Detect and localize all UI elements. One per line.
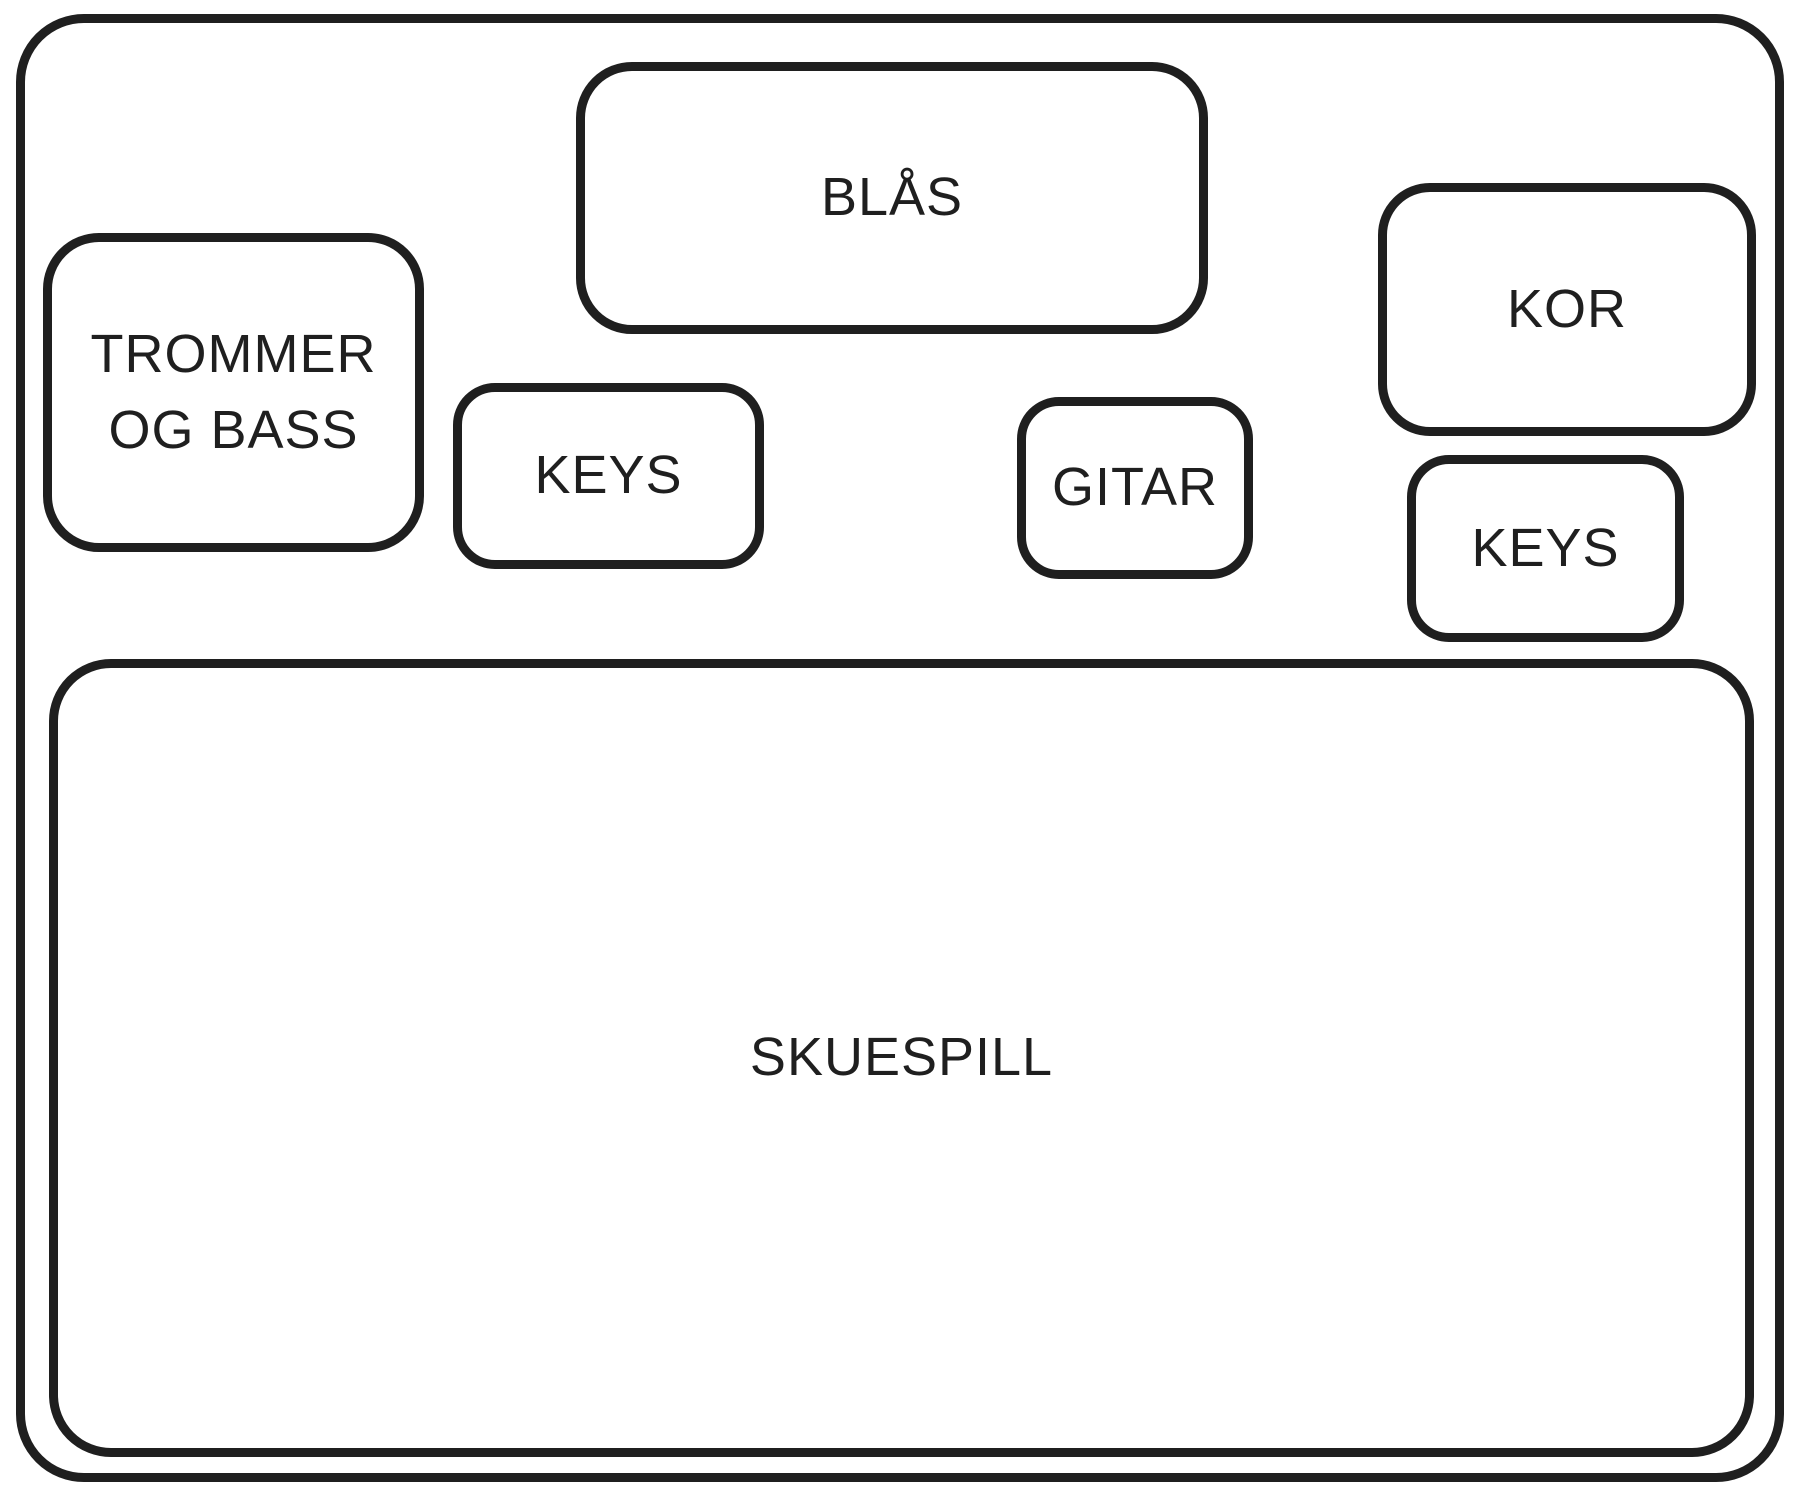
zone-skuespill-label: SKUESPILL <box>749 1027 1054 1088</box>
zone-blas-label: BLÅS <box>820 167 964 228</box>
zone-blas: BLÅS <box>576 62 1208 334</box>
zone-keys-right-label: KEYS <box>1471 517 1620 578</box>
zone-keys-left-label: KEYS <box>534 445 683 506</box>
zone-trommer-og-bass: TROMMER OG BASS <box>43 233 424 552</box>
zone-kor-label: KOR <box>1506 278 1628 339</box>
zone-gitar: GITAR <box>1017 397 1253 579</box>
zone-skuespill: SKUESPILL <box>49 659 1754 1457</box>
zone-keys-left: KEYS <box>453 383 764 569</box>
zone-keys-right: KEYS <box>1407 455 1684 642</box>
zone-gitar-label: GITAR <box>1052 457 1218 518</box>
zone-kor: KOR <box>1378 183 1756 436</box>
zone-trommer-og-bass-label: TROMMER OG BASS <box>90 323 377 460</box>
